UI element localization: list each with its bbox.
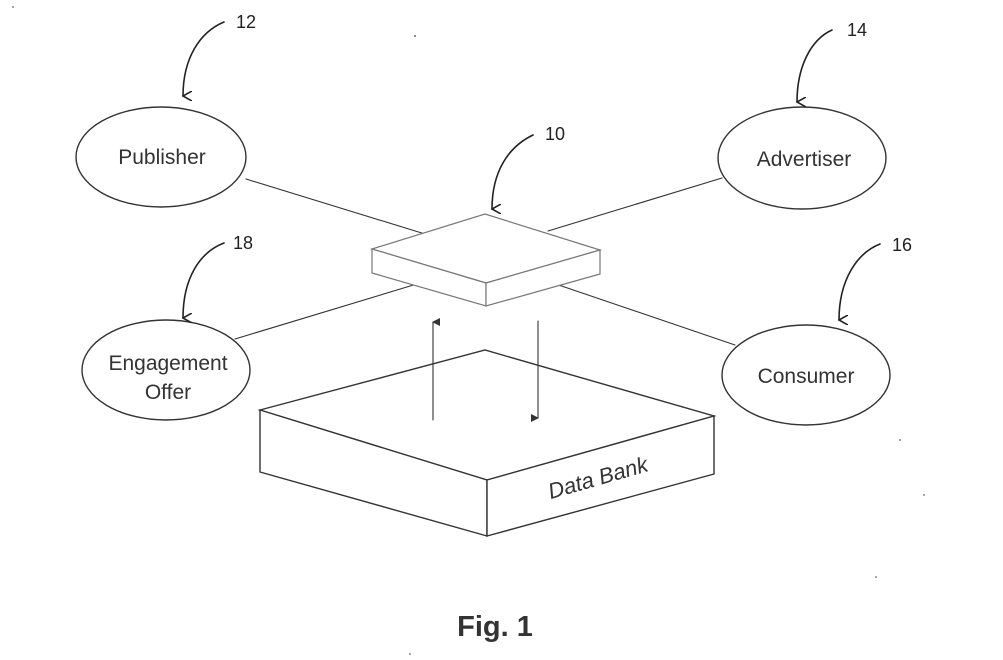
connector-advertiser [547, 177, 723, 232]
engagement-offer-label-line2: Offer [145, 381, 191, 404]
ref-number-16: 16 [892, 235, 912, 255]
ref-number-10: 10 [545, 124, 565, 144]
node-advertiser: Advertiser [717, 106, 887, 210]
node-engagement-offer: Engagement Offer [81, 319, 251, 421]
connector-engagement-offer [234, 279, 431, 340]
ref-number-14: 14 [847, 20, 867, 40]
node-consumer: Consumer [721, 324, 891, 426]
ref-arrow-16 [839, 243, 881, 320]
ref-arrow-18 [183, 242, 225, 318]
ref-number-12: 12 [236, 12, 256, 32]
consumer-label: Consumer [758, 365, 855, 388]
publisher-label: Publisher [118, 146, 206, 169]
ref-arrow-12 [183, 21, 225, 96]
figure-caption: Fig. 1 [457, 611, 533, 643]
connector-consumer [540, 278, 736, 346]
ref-arrow-14 [797, 29, 833, 102]
data-bank-box: Data Bank [257, 349, 717, 537]
connector-publisher [245, 178, 426, 235]
node-publisher: Publisher [75, 106, 247, 208]
ref-arrow-10 [492, 134, 534, 209]
advertiser-label: Advertiser [757, 148, 852, 171]
engagement-offer-label-line1: Engagement [108, 352, 227, 375]
scan-specks [12, 6, 925, 655]
central-platform [369, 213, 603, 307]
ref-number-18: 18 [233, 233, 253, 253]
